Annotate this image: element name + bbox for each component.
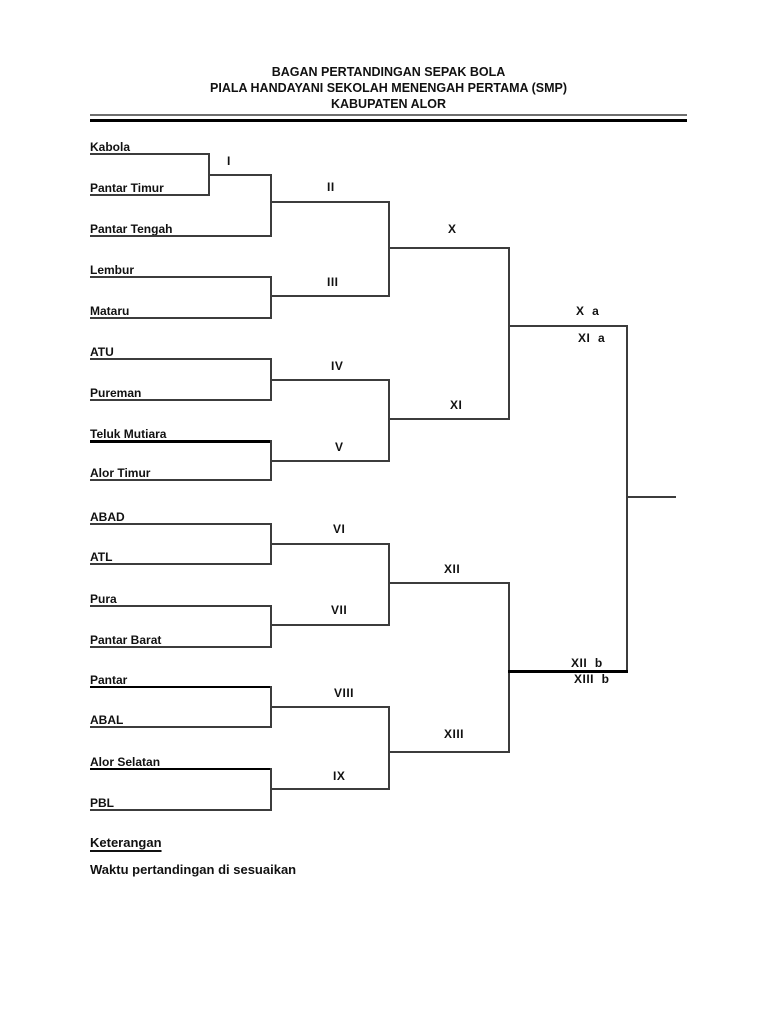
team-label-pantar-barat: Pantar Barat: [90, 633, 162, 647]
semifinal-b-winner-line: [508, 670, 628, 673]
team-label-teluk-mutiara: Teluk Mutiara: [90, 427, 167, 441]
team-line-atl: [90, 563, 272, 565]
match-xii-winner-line: [388, 582, 510, 584]
team-label-pantar-timur: Pantar Timur: [90, 181, 164, 195]
match-vii-bracket-vertical: [270, 605, 272, 648]
match-ix-winner-line: [270, 788, 390, 790]
semifinal-b-bracket-vertical: [508, 582, 510, 753]
match-label-i: I: [227, 154, 231, 168]
team-label-pbl: PBL: [90, 796, 114, 810]
match-label-xi: XI: [450, 398, 463, 412]
match-x-winner-line: [388, 247, 510, 249]
team-line-pantar-timur: [90, 194, 210, 196]
team-label-abad: ABAD: [90, 510, 125, 524]
title-line-1: BAGAN PERTANDINGAN SEPAK BOLA: [271, 65, 506, 79]
match-iii-winner-line: [270, 295, 390, 297]
team-label-pantar-tengah: Pantar Tengah: [90, 222, 173, 236]
team-label-atu: ATU: [90, 345, 114, 359]
team-label-abal: ABAL: [90, 713, 124, 727]
semifinal-a-bracket-vertical: [508, 247, 510, 420]
team-line-atu: [90, 358, 272, 360]
team-line-pantar: [90, 686, 272, 688]
match-xiii-winner-line: [388, 751, 510, 753]
final-winner-line: [626, 496, 676, 498]
team-line-abad: [90, 523, 272, 525]
match-label-viii: VIII: [334, 686, 355, 700]
team-label-pantar: Pantar: [90, 673, 128, 687]
team-label-alor-selatan: Alor Selatan: [90, 755, 161, 769]
match-label-xii: XII: [444, 562, 461, 576]
team-label-atl: ATL: [90, 550, 113, 564]
match-xi-bracket-vertical: [388, 379, 390, 462]
team-line-teluk-mutiara: [90, 440, 272, 443]
match-label-vi: VI: [333, 522, 346, 536]
title-block: BAGAN PERTANDINGAN SEPAK BOLA PIALA HAND…: [90, 64, 687, 112]
match-label-x-a: X a: [576, 304, 600, 318]
title-divider-double-rule: [90, 114, 687, 122]
team-line-pura: [90, 605, 272, 607]
match-label-ix: IX: [333, 769, 346, 783]
match-xii-bracket-vertical: [388, 543, 390, 626]
match-i-winner-line: [208, 174, 272, 176]
team-label-lembur: Lembur: [90, 263, 135, 277]
team-line-mataru: [90, 317, 272, 319]
team-line-alor-selatan: [90, 768, 272, 770]
team-label-kabola: Kabola: [90, 140, 131, 154]
match-ii-bracket-vertical: [270, 174, 272, 237]
footer-heading: Keterangan: [90, 835, 162, 850]
match-label-xiii-b: XIII b: [574, 672, 610, 686]
title-line-2: PIALA HANDAYANI SEKOLAH MENENGAH PERTAMA…: [210, 81, 567, 95]
match-iv-winner-line: [270, 379, 390, 381]
match-vii-winner-line: [270, 624, 390, 626]
semifinal-a-winner-line: [508, 325, 628, 327]
match-label-iv: IV: [331, 359, 344, 373]
team-label-pura: Pura: [90, 592, 117, 606]
title-line-3: KABUPATEN ALOR: [330, 97, 447, 111]
match-iii-bracket-vertical: [270, 276, 272, 319]
match-xiii-bracket-vertical: [388, 706, 390, 790]
match-label-xiii: XIII: [444, 727, 465, 741]
match-label-v: V: [335, 440, 344, 454]
match-label-vii: VII: [331, 603, 348, 617]
match-label-x: X: [448, 222, 457, 236]
team-line-abal: [90, 726, 272, 728]
team-line-pbl: [90, 809, 272, 811]
match-vi-winner-line: [270, 543, 390, 545]
match-label-ii: II: [327, 180, 335, 194]
footer-note: Waktu pertandingan di sesuaikan: [90, 862, 297, 877]
team-label-pureman: Pureman: [90, 386, 142, 400]
team-label-alor-timur: Alor Timur: [90, 466, 151, 480]
match-ii-winner-line: [270, 201, 390, 203]
team-line-pureman: [90, 399, 272, 401]
final-bracket-vertical: [626, 325, 628, 673]
team-line-pantar-tengah: [90, 235, 272, 237]
match-x-bracket-vertical: [388, 201, 390, 297]
match-label-xii-b: XII b: [571, 656, 603, 670]
team-line-pantar-barat: [90, 646, 272, 648]
team-line-kabola: [90, 153, 210, 155]
match-viii-winner-line: [270, 706, 390, 708]
team-label-mataru: Mataru: [90, 304, 130, 318]
team-line-alor-timur: [90, 479, 272, 481]
team-line-lembur: [90, 276, 272, 278]
match-label-xi-a: XI a: [578, 331, 606, 345]
match-v-winner-line: [270, 460, 390, 462]
match-xi-winner-line: [388, 418, 510, 420]
match-label-iii: III: [327, 275, 339, 289]
